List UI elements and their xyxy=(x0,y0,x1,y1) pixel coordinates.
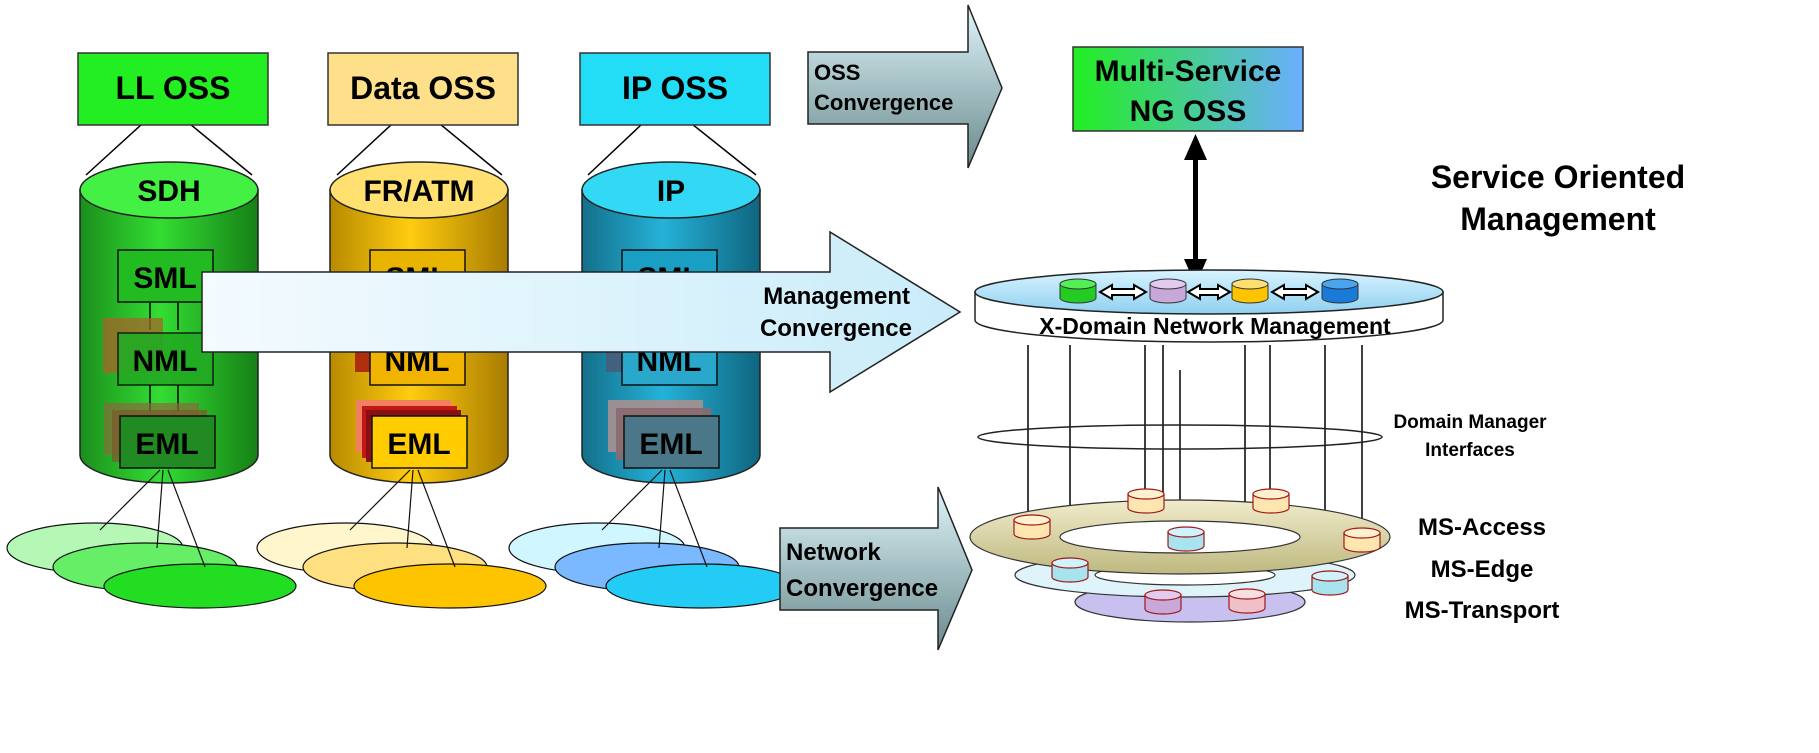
fratm-eml-box: EML xyxy=(371,415,468,469)
fratm-networks xyxy=(256,469,547,609)
access-node-2 xyxy=(1127,488,1165,514)
domain-manager-lilac xyxy=(1149,278,1187,304)
fratm-label: FR/ATM xyxy=(363,175,474,208)
edge-node-2 xyxy=(1167,526,1205,552)
sdh-label: SDH xyxy=(137,175,200,208)
domain-manager-links xyxy=(1098,283,1320,301)
oss-connectors xyxy=(85,123,757,176)
service-oriented-line1: Service Oriented xyxy=(1431,159,1685,195)
ms-access-label: MS-Access xyxy=(1418,514,1546,541)
oss-to-xdomain-double-arrow xyxy=(1184,134,1207,285)
transport-node-2 xyxy=(1228,588,1266,614)
access-node-1 xyxy=(1013,514,1051,540)
data-oss-label: Data OSS xyxy=(350,70,496,106)
domain-manager-line1: Domain Manager xyxy=(1393,412,1547,433)
access-node-4 xyxy=(1343,527,1381,553)
fratm-eml-label: EML xyxy=(387,428,450,461)
oss-convergence-line2: Convergence xyxy=(814,90,953,115)
oss-convergence-line1: OSS xyxy=(814,60,860,85)
edge-node-3 xyxy=(1311,570,1349,596)
ms-transport-label: MS-Transport xyxy=(1405,597,1560,624)
ll-oss-box: LL OSS xyxy=(77,52,269,126)
transport-node-1 xyxy=(1144,589,1182,615)
multi-service-ng-oss-box: Multi-Service NG OSS xyxy=(1072,46,1304,132)
sdh-eml-label: EML xyxy=(135,428,198,461)
network-convergence-line2: Convergence xyxy=(786,575,938,602)
sdh-sml-label: SML xyxy=(133,262,196,295)
multi-service-line2: NG OSS xyxy=(1130,95,1247,128)
ip-eml-label: EML xyxy=(639,428,702,461)
edge-node-1 xyxy=(1051,557,1089,583)
sdh-nml-label: NML xyxy=(133,345,198,378)
x-domain-disc: X-Domain Network Management xyxy=(974,269,1444,343)
management-convergence-arrow: Management Convergence xyxy=(201,230,962,394)
ip-label: IP xyxy=(657,175,685,208)
domain-manager-interfaces-ring xyxy=(977,424,1383,450)
service-oriented-line2: Management xyxy=(1460,201,1656,237)
domain-manager-green xyxy=(1059,278,1097,304)
sdh-sml-box: SML xyxy=(117,249,214,303)
management-convergence-line1: Management xyxy=(763,283,910,310)
multi-service-line1: Multi-Service xyxy=(1095,55,1282,88)
domain-manager-cylinders xyxy=(1059,278,1359,304)
domain-manager-yellow xyxy=(1231,278,1269,304)
ll-oss-label: LL OSS xyxy=(116,70,231,106)
data-oss-box: Data OSS xyxy=(327,52,519,126)
network-convergence-arrow: Network Convergence xyxy=(779,486,973,651)
access-node-3 xyxy=(1252,488,1290,514)
sdh-networks xyxy=(6,469,297,609)
sdh-nml-box: NML xyxy=(117,332,214,386)
domain-manager-blue xyxy=(1321,278,1359,304)
domain-manager-line2: Interfaces xyxy=(1425,440,1515,461)
ip-networks xyxy=(508,469,799,609)
ms-edge-label: MS-Edge xyxy=(1431,556,1534,583)
management-convergence-line2: Convergence xyxy=(760,315,912,342)
network-node-cylinders xyxy=(1013,488,1381,615)
network-convergence-line1: Network xyxy=(786,539,881,566)
oss-convergence-arrow: OSS Convergence xyxy=(807,4,1003,169)
ip-oss-label: IP OSS xyxy=(622,70,728,106)
ip-eml-box: EML xyxy=(623,415,720,469)
x-domain-label: X-Domain Network Management xyxy=(1039,313,1391,339)
sdh-layers: SML NML EML xyxy=(103,249,216,469)
sdh-eml-box: EML xyxy=(119,415,216,469)
ip-oss-box: IP OSS xyxy=(579,52,771,126)
